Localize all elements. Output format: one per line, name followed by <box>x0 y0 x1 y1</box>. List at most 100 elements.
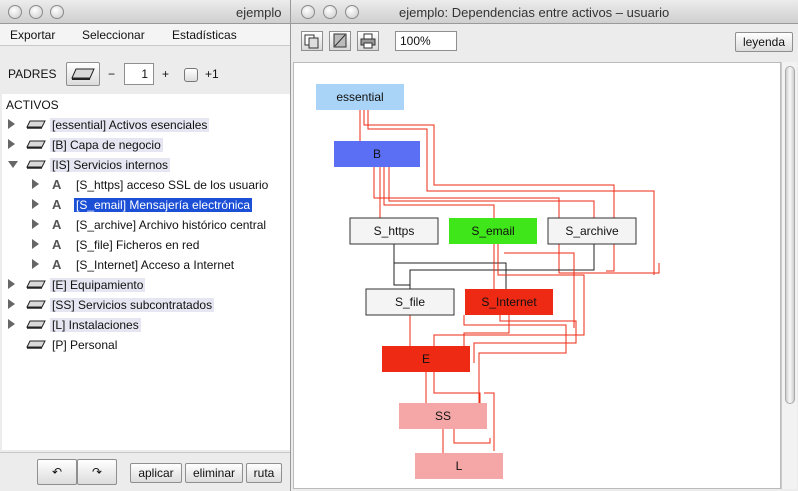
layer-icon <box>26 320 46 329</box>
minimize-window-button[interactable] <box>29 5 43 19</box>
tree-item-label: [S_Internet] Acceso a Internet <box>76 258 235 272</box>
layer-icon <box>26 140 46 149</box>
expand-arrow-icon[interactable] <box>32 219 39 229</box>
parents-increment-button[interactable]: + <box>162 67 170 81</box>
expand-arrow-icon[interactable] <box>8 119 15 129</box>
tree-item[interactable]: [SS] Servicios subcontratados <box>2 296 294 315</box>
graph-node-s-https[interactable]: S_https <box>349 217 439 245</box>
expand-arrow-icon[interactable] <box>8 319 15 329</box>
menu-seleccionar[interactable]: Seleccionar <box>82 28 145 42</box>
graph-node-l[interactable]: L <box>415 453 503 479</box>
undo-button[interactable]: ↶ <box>37 459 77 485</box>
parents-layer-button[interactable] <box>66 62 100 86</box>
minimize-graph-window-button[interactable] <box>323 5 337 19</box>
tree-item[interactable]: [B] Capa de negocio <box>2 136 294 155</box>
zoom-window-button[interactable] <box>50 5 64 19</box>
dependency-graph-window: ejemplo: Dependencias entre activos – us… <box>290 0 798 491</box>
layer-icon <box>26 160 46 169</box>
tree-item-label: [IS] Servicios internos <box>50 158 171 172</box>
graph-node-s-archive[interactable]: S_archive <box>547 217 637 245</box>
tree-item[interactable]: A[S_email] Mensajería electrónica <box>2 196 294 215</box>
dependency-edge <box>453 429 491 444</box>
expand-arrow-icon[interactable] <box>8 139 15 149</box>
graph-node-s-email[interactable]: S_email <box>449 218 537 244</box>
print-button[interactable] <box>357 31 379 51</box>
redo-button[interactable]: ↷ <box>77 459 117 485</box>
plus-one-checkbox[interactable] <box>184 68 198 82</box>
right-window-title: ejemplo: Dependencias entre activos – us… <box>399 5 670 20</box>
left-window-title: ejemplo <box>236 5 282 20</box>
graph-toolbar: 100% leyenda <box>291 24 798 58</box>
close-window-button[interactable] <box>8 5 22 19</box>
tree-item[interactable]: A[S_archive] Archivo histórico central <box>2 216 294 235</box>
parents-count-field[interactable]: 1 <box>124 63 154 85</box>
zoom-graph-window-button[interactable] <box>345 5 359 19</box>
parents-bar: PADRES − 1 + +1 <box>0 60 299 88</box>
dependency-edge <box>393 244 507 289</box>
layer-icon <box>26 120 46 129</box>
graph-vertical-scrollbar[interactable] <box>781 62 797 489</box>
dependency-edge <box>433 244 585 346</box>
tree-item[interactable]: [IS] Servicios internos <box>2 156 294 175</box>
plus-one-label: +1 <box>205 67 219 81</box>
right-title-bar: ejemplo: Dependencias entre activos – us… <box>291 0 798 24</box>
save-image-button[interactable] <box>329 31 351 51</box>
legend-button[interactable]: leyenda <box>735 32 793 52</box>
layer-icon <box>26 280 46 289</box>
tree-item[interactable]: A[S_file] Ficheros en red <box>2 236 294 255</box>
dependency-edge <box>473 315 577 363</box>
expand-arrow-icon[interactable] <box>8 279 15 289</box>
copy-button[interactable] <box>301 31 323 51</box>
delete-button[interactable]: eliminar <box>185 463 243 483</box>
redo-icon: ↷ <box>91 465 103 479</box>
tree-item[interactable]: [P] Personal <box>2 336 294 355</box>
graph-node-label: essential <box>336 90 383 104</box>
graph-node-label: S_email <box>471 224 514 238</box>
tree-item[interactable]: A [S_Internet] Acceso a Internet <box>2 256 294 275</box>
zoom-field[interactable]: 100% <box>395 31 457 51</box>
expand-arrow-icon[interactable] <box>8 299 15 309</box>
graph-scroll-thumb[interactable] <box>785 66 795 404</box>
tree-item[interactable]: A[S_https] acceso SSL de los usuario <box>2 176 294 195</box>
graph-node-e[interactable]: E <box>382 346 470 372</box>
tree-item-label: [L] Instalaciones <box>50 318 141 332</box>
graph-node-b[interactable]: B <box>334 141 420 167</box>
tree-item-label: [SS] Servicios subcontratados <box>50 298 215 312</box>
menu-estadisticas[interactable]: Estadísticas <box>172 28 237 42</box>
tree-item[interactable]: [L] Instalaciones <box>2 316 294 335</box>
left-title-bar: ejemplo <box>0 0 299 24</box>
dependency-edge <box>383 167 495 218</box>
tree-item[interactable]: [essential] Activos esenciales <box>2 116 294 135</box>
graph-node-s-internet[interactable]: S_Internet <box>465 289 553 315</box>
graph-node-essential[interactable]: essential <box>316 84 404 110</box>
dependency-edge <box>463 315 510 346</box>
tree-item-label: [S_https] acceso SSL de los usuario <box>76 178 269 192</box>
copy-icon <box>304 34 319 49</box>
collapse-arrow-icon[interactable] <box>8 161 18 168</box>
expand-arrow-icon[interactable] <box>32 239 39 249</box>
menu-exportar[interactable]: Exportar <box>10 28 56 42</box>
tree-item[interactable]: [E] Equipamiento <box>2 276 294 295</box>
expand-arrow-icon[interactable] <box>32 259 39 269</box>
graph-node-label: E <box>422 352 430 366</box>
asset-icon: A <box>52 257 62 272</box>
apply-button[interactable]: aplicar <box>130 463 182 483</box>
expand-arrow-icon[interactable] <box>32 179 39 189</box>
route-button[interactable]: ruta <box>246 463 282 483</box>
graph-node-s-file[interactable]: S_file <box>365 288 455 316</box>
close-graph-window-button[interactable] <box>301 5 315 19</box>
expand-arrow-icon[interactable] <box>32 199 39 209</box>
graph-node-label: S_Internet <box>481 295 537 309</box>
graph-node-ss[interactable]: SS <box>399 403 487 429</box>
tree-item-label: [P] Personal <box>52 338 118 352</box>
parents-decrement-button[interactable]: − <box>108 67 116 81</box>
dependency-edge <box>463 315 567 413</box>
tree-item-label: [S_file] Ficheros en red <box>76 238 200 252</box>
print-icon <box>360 33 376 49</box>
tree-item-label: [S_archive] Archivo histórico central <box>76 218 267 232</box>
assets-tree: ACTIVOS [essential] Activos esenciales[B… <box>2 94 294 450</box>
tree-item-label: [essential] Activos esenciales <box>50 118 210 132</box>
bottom-bar: ↶ ↷ aplicar eliminar ruta <box>0 452 299 491</box>
